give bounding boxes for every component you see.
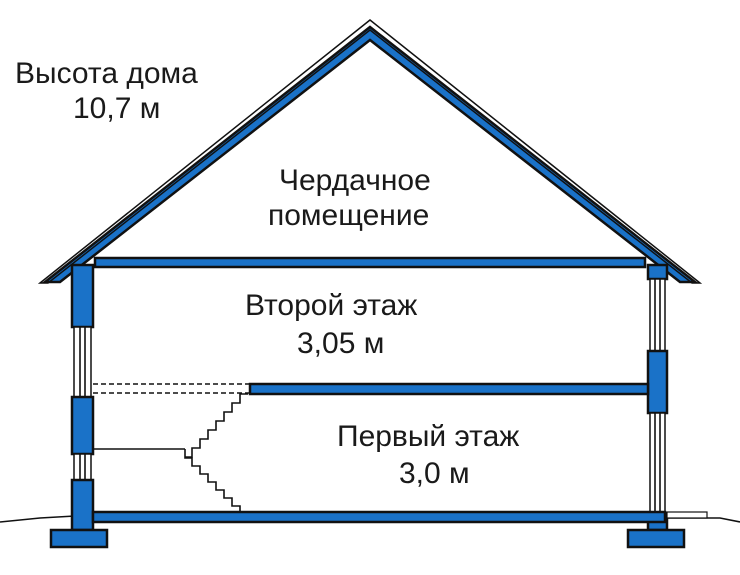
house-height-value: 10,7 м: [73, 92, 160, 125]
left-foundation: [49, 528, 109, 549]
right-porch-step: [666, 511, 708, 519]
attic-label-line1: Чердачное: [279, 164, 431, 197]
roof: [37, 19, 703, 284]
second-floor-height: 3,05 м: [297, 327, 384, 360]
house-height-title: Высота дома: [15, 57, 198, 90]
staircase: [93, 393, 260, 515]
attic-floor-slab: [93, 256, 647, 269]
attic-label-line2: помещение: [268, 199, 429, 232]
first-floor-height: 3,0 м: [399, 457, 470, 490]
left-wall: [70, 263, 95, 532]
stair-opening: [93, 383, 250, 394]
second-floor-title: Второй этаж: [245, 289, 417, 322]
second-floor-slab: [248, 382, 650, 396]
right-window-lower: [649, 412, 666, 514]
left-window-upper: [73, 326, 92, 398]
right-wall: [646, 263, 669, 532]
right-foundation: [626, 528, 686, 549]
first-floor-title: Первый этаж: [337, 420, 519, 453]
left-window-lower: [73, 453, 92, 481]
roof-outer-edge: [37, 19, 703, 284]
right-window-upper: [649, 278, 666, 352]
first-floor-slab: [91, 510, 667, 524]
